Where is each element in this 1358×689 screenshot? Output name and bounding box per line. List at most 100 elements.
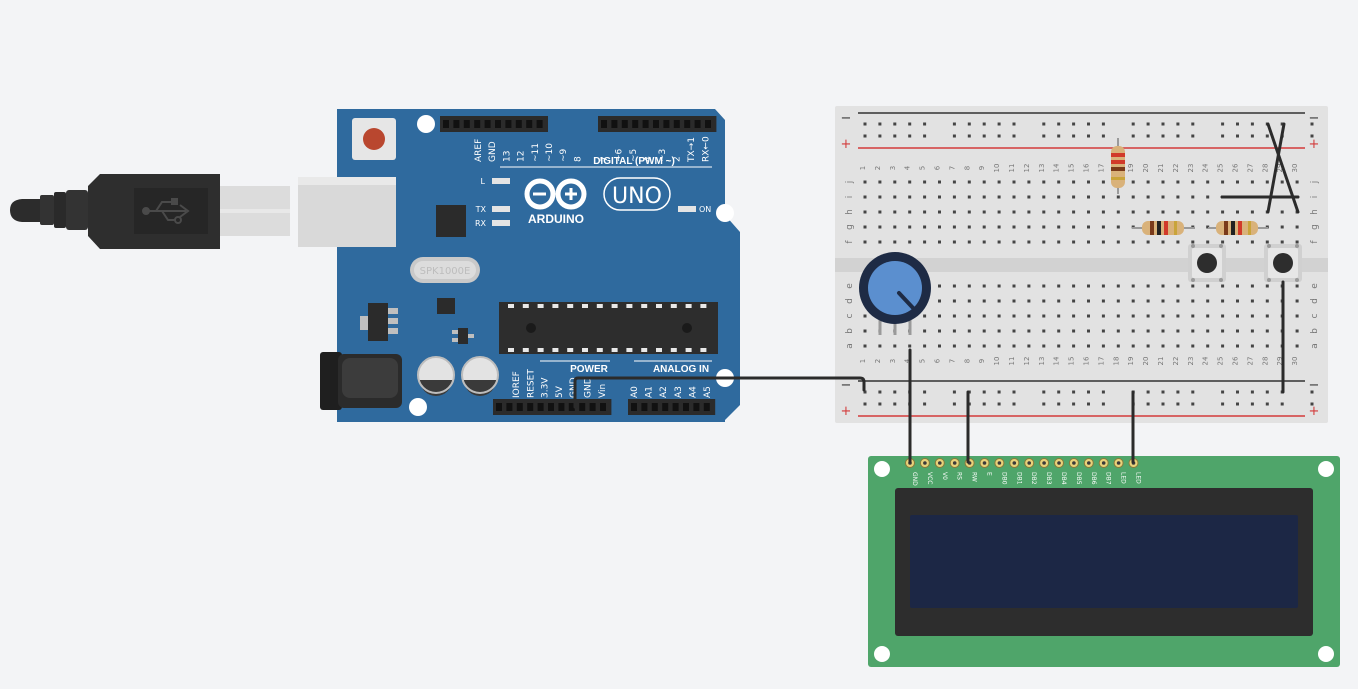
breadboard-hole[interactable] [863,402,867,406]
breadboard-hole[interactable] [952,329,956,333]
breadboard-hole[interactable] [967,314,971,318]
breadboard-hole[interactable] [1236,390,1239,394]
breadboard-hole[interactable] [1176,299,1180,303]
header-socket[interactable] [703,403,710,411]
power-pin-header[interactable] [493,399,612,415]
breadboard-hole[interactable] [1042,390,1046,394]
breadboard-hole[interactable] [1265,134,1269,138]
breadboard-hole[interactable] [1057,344,1061,348]
header-socket[interactable] [515,120,522,128]
breadboard-hole[interactable] [863,240,867,244]
breadboard-hole[interactable] [952,134,956,138]
breadboard-hole[interactable] [1146,299,1150,303]
breadboard-hole[interactable] [1191,329,1195,333]
breadboard-hole[interactable] [1057,284,1061,288]
breadboard-hole[interactable] [997,210,1001,214]
breadboard-hole[interactable] [1116,314,1120,318]
breadboard-hole[interactable] [1057,314,1061,318]
breadboard-hole[interactable] [1087,344,1090,348]
breadboard-hole[interactable] [952,390,956,394]
breadboard-hole[interactable] [1131,329,1135,333]
breadboard-hole[interactable] [982,329,986,333]
breadboard-hole[interactable] [1250,122,1254,126]
breadboard-hole[interactable] [1191,240,1195,244]
breadboard-hole[interactable] [1116,195,1120,199]
breadboard-hole[interactable] [923,329,927,333]
breadboard-hole[interactable] [1161,180,1165,184]
breadboard-hole[interactable] [1072,402,1076,406]
breadboard-hole[interactable] [1087,122,1090,126]
breadboard-hole[interactable] [1072,284,1076,288]
breadboard-hole[interactable] [938,210,941,214]
breadboard-hole[interactable] [1131,299,1135,303]
header-socket[interactable] [527,403,534,411]
breadboard-hole[interactable] [1146,344,1150,348]
breadboard-hole[interactable] [1295,299,1299,303]
breadboard-hole[interactable] [952,240,956,244]
breadboard-hole[interactable] [1161,299,1165,303]
breadboard-hole[interactable] [1116,299,1120,303]
breadboard-hole[interactable] [1280,240,1284,244]
breadboard-hole[interactable] [1221,122,1225,126]
breadboard-hole[interactable] [1146,240,1150,244]
breadboard-hole[interactable] [863,195,867,199]
breadboard-hole[interactable] [1280,210,1284,214]
header-socket[interactable] [684,120,691,128]
breadboard-hole[interactable] [1042,210,1046,214]
breadboard-hole[interactable] [997,402,1001,406]
breadboard-hole[interactable] [1116,344,1120,348]
breadboard-hole[interactable] [1131,180,1135,184]
breadboard-hole[interactable] [1295,180,1299,184]
breadboard-hole[interactable] [982,284,986,288]
breadboard-hole[interactable] [1027,344,1031,348]
breadboard-hole[interactable] [878,210,882,214]
breadboard-hole[interactable] [923,390,927,394]
header-socket[interactable] [589,403,596,411]
breadboard-hole[interactable] [982,180,986,184]
breadboard-hole[interactable] [1027,195,1031,199]
breadboard-hole[interactable] [1057,240,1061,244]
breadboard-hole[interactable] [1101,225,1105,229]
breadboard-hole[interactable] [1012,122,1016,126]
breadboard-hole[interactable] [1191,402,1195,406]
breadboard-hole[interactable] [1072,180,1076,184]
breadboard-hole[interactable] [923,134,927,138]
breadboard-hole[interactable] [982,122,986,126]
breadboard-hole[interactable] [1146,390,1150,394]
wire-gnd-to-rail[interactable] [573,376,866,409]
header-socket[interactable] [662,403,669,411]
breadboard-hole[interactable] [923,314,927,318]
breadboard-hole[interactable] [908,344,912,348]
breadboard-hole[interactable] [1146,284,1150,288]
breadboard-hole[interactable] [1131,134,1135,138]
breadboard-hole[interactable] [982,402,986,406]
breadboard-hole[interactable] [967,240,971,244]
breadboard-hole[interactable] [938,299,941,303]
breadboard-hole[interactable] [1280,225,1284,229]
breadboard-hole[interactable] [1176,402,1180,406]
breadboard-hole[interactable] [863,210,867,214]
breadboard-hole[interactable] [893,210,897,214]
breadboard-hole[interactable] [1176,122,1180,126]
breadboard-hole[interactable] [938,284,941,288]
header-socket[interactable] [673,120,680,128]
breadboard-hole[interactable] [982,240,986,244]
breadboard-hole[interactable] [1012,134,1016,138]
breadboard-hole[interactable] [878,344,882,348]
breadboard-hole[interactable] [938,180,941,184]
header-socket[interactable] [621,120,628,128]
breadboard-hole[interactable] [1012,314,1016,318]
header-socket[interactable] [705,120,711,128]
breadboard-hole[interactable] [1101,284,1105,288]
breadboard-hole[interactable] [1012,299,1016,303]
breadboard-hole[interactable] [1146,122,1150,126]
resistor-vertical[interactable] [1111,138,1125,194]
breadboard-hole[interactable] [1042,314,1046,318]
breadboard-hole[interactable] [1221,344,1225,348]
breadboard-hole[interactable] [1265,284,1269,288]
breadboard-hole[interactable] [1161,390,1165,394]
breadboard-hole[interactable] [1057,225,1061,229]
breadboard-hole[interactable] [1042,134,1046,138]
breadboard-hole[interactable] [952,314,956,318]
breadboard-hole[interactable] [1057,195,1061,199]
